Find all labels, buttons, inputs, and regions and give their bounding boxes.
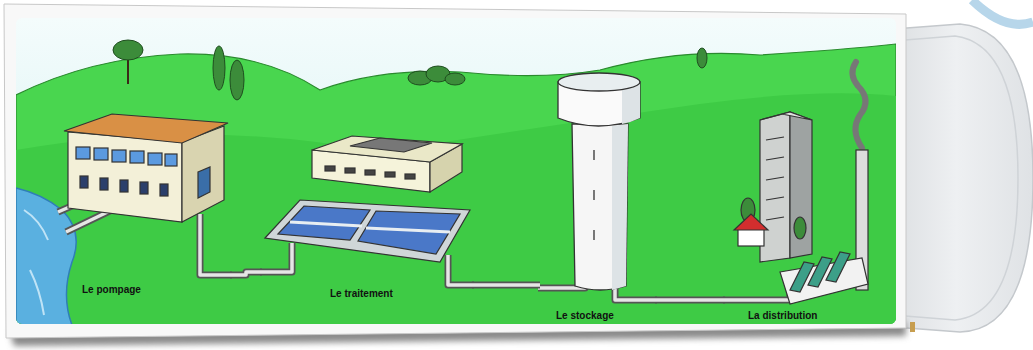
pumping-station (165, 154, 177, 166)
tree (697, 48, 707, 68)
landscape (16, 44, 896, 324)
city (734, 214, 768, 230)
pumping-station (198, 167, 210, 198)
pumping-station (140, 182, 148, 194)
pumping-station (80, 176, 88, 188)
tree (113, 40, 143, 60)
water-tower (593, 150, 594, 160)
treatment-plant (278, 206, 370, 240)
pipe-core (230, 272, 262, 275)
stage-label: La distribution (748, 310, 817, 322)
stage-node: Le stockage (540, 70, 655, 330)
stage-label: Le pompage (82, 284, 141, 296)
city (852, 62, 865, 148)
stage-node: La distribution (725, 100, 885, 332)
water-tower (593, 230, 594, 240)
pipe-stub (448, 255, 474, 285)
pipe-stub (448, 255, 474, 285)
treatment-plant (265, 200, 470, 262)
tree (230, 60, 244, 100)
tree (127, 58, 129, 84)
pumping-station (160, 184, 168, 196)
city (738, 228, 764, 246)
stage-label: Le stockage (556, 310, 614, 322)
pipe-stub (723, 292, 790, 300)
treatment-plant (290, 222, 362, 226)
pipe-stub (723, 292, 790, 300)
treatment-plant (325, 166, 335, 171)
pumping-station (100, 178, 108, 190)
city (734, 62, 868, 304)
city (780, 258, 868, 304)
city (790, 262, 814, 292)
landscape (16, 18, 896, 324)
device-tray (972, 0, 1033, 24)
pipe-stub (260, 243, 292, 272)
city (766, 197, 784, 200)
pumping-station (64, 114, 228, 222)
pipe-core (472, 283, 540, 287)
pumping-station (130, 151, 144, 163)
treatment-plant (350, 138, 432, 152)
water-tower (558, 73, 640, 91)
pipe-outline (230, 272, 262, 275)
city (790, 112, 812, 258)
device-tray (910, 322, 915, 332)
stage-label: Le traitement (330, 288, 393, 300)
pumping-station (148, 153, 162, 165)
landscape (16, 93, 896, 324)
water-pipe (230, 272, 262, 275)
device-tray (905, 36, 1018, 320)
pumping-station (94, 148, 108, 160)
water-pipe (472, 285, 540, 286)
water-tower (593, 190, 594, 200)
city (766, 157, 784, 160)
pipe-stub (260, 243, 292, 272)
city (766, 217, 784, 220)
pumping-station (76, 147, 90, 159)
city (766, 177, 784, 180)
pipe-outline (472, 282, 540, 289)
tree (213, 46, 225, 90)
city (826, 252, 850, 282)
pumping-station (120, 180, 128, 192)
city (794, 217, 806, 239)
treatment-plant (405, 174, 415, 179)
city (766, 137, 784, 140)
pipe-outline (655, 297, 725, 304)
card (4, 4, 906, 338)
landscape (16, 18, 896, 324)
water-tower (572, 124, 628, 290)
city (808, 257, 832, 287)
treatment-plant (312, 136, 462, 162)
city (760, 112, 812, 120)
water-tower (558, 73, 640, 290)
stage-node: Le pompage (60, 110, 230, 305)
treatment-plant (345, 168, 355, 173)
water-pipe (655, 300, 725, 301)
treatment-plant (358, 211, 460, 254)
river (24, 210, 48, 315)
pipe-core (655, 298, 725, 302)
treatment-plant (265, 136, 470, 262)
treatment-plant (385, 172, 395, 177)
card (4, 4, 906, 338)
pipe-stub (200, 214, 232, 275)
tree (445, 73, 465, 85)
treatment-plant (366, 228, 450, 232)
treatment-plant (365, 170, 375, 175)
pumping-station (112, 150, 126, 162)
water-tower (612, 124, 628, 290)
pipe-stub (200, 214, 232, 275)
stage-node: Le traitement (262, 130, 472, 308)
pumping-station (64, 114, 228, 143)
pumping-station (68, 132, 182, 222)
